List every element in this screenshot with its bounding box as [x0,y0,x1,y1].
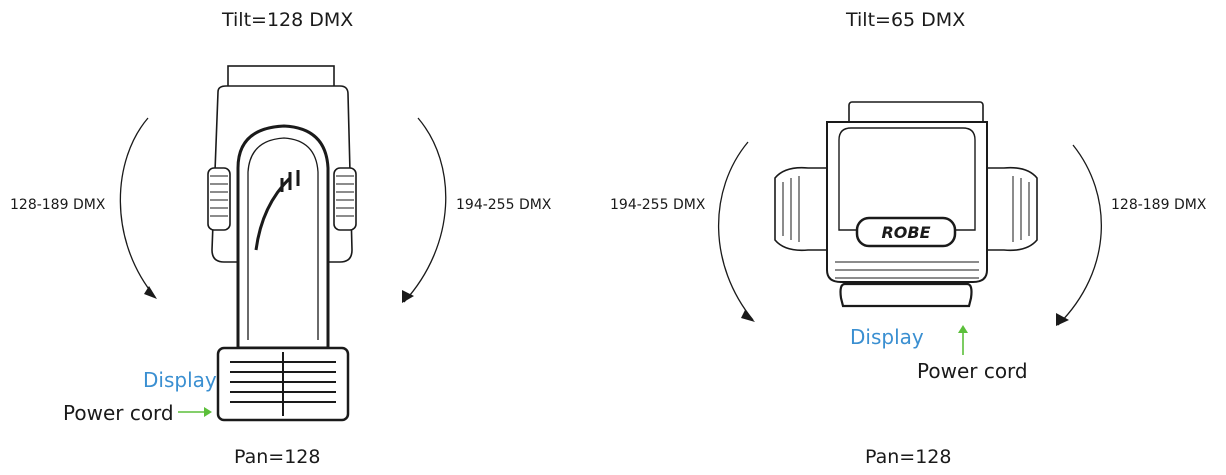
right-cw-arrow [1057,144,1102,326]
left-power-cord-label: Power cord [63,401,174,425]
moving-head-fixture-front [207,65,357,422]
right-ccw-arrow [717,141,754,321]
left-cw-range-label: 194-255 DMX [456,197,552,213]
left-display-label: Display [143,368,217,392]
left-ccw-range-label: 128-189 DMX [10,197,106,213]
left-ccw-arrowhead [144,286,157,299]
left-power-arrowhead [204,407,212,417]
right-ccw-range-label: 194-255 DMX [610,197,706,213]
left-tilt-label: Tilt=128 DMX [222,9,354,31]
right-view-panel: Tilt=65 DMX ROBE [610,0,1226,475]
left-ccw-arrow [119,117,156,298]
left-fixture-drawing [119,65,447,422]
right-power-cord-label: Power cord [917,359,1028,383]
right-fixture-drawing: ROBE [717,101,1102,355]
right-cw-range-label: 128-189 DMX [1111,197,1207,213]
left-cw-arrow [403,117,447,303]
left-view-panel: Tilt=128 DMX 128-189 [10,9,552,468]
right-ccw-arrowhead [741,310,755,322]
right-power-arrowhead [958,325,968,333]
right-tilt-label: Tilt=65 DMX [846,9,966,31]
right-display-label: Display [850,325,924,349]
right-pan-label: Pan=128 [865,446,952,468]
moving-head-fixture-tilted [774,101,1038,308]
logo-mark: ROBE [881,223,930,242]
right-cw-arrowhead [1056,313,1069,326]
left-cw-arrowhead [402,290,414,303]
left-pan-label: Pan=128 [234,446,321,468]
